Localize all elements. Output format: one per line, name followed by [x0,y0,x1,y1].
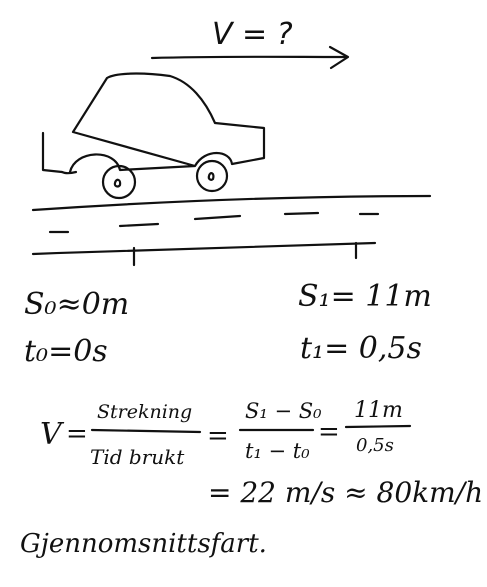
formula-denominator-symbols: t₁ − t₀ [245,439,310,463]
rear-wheel-icon [195,159,229,193]
formula-equals-2: = [207,421,229,451]
formula-denominator-words: Tid brukt [90,445,185,469]
formula-denominator-values: 0,5s [356,435,394,456]
start-position: S₀≈0m [24,287,129,322]
formula-numerator-values: 11m [354,398,403,423]
front-wheel-icon [101,164,137,200]
average-speed-caption: Gjennomsnittsfart. [20,529,267,559]
formula-result: = 22 m/s ≈ 80km/h [208,476,483,509]
velocity-arrow [150,45,350,70]
formula-equals-1: = [66,419,88,449]
formula-equals-3: = [318,417,340,447]
end-position: S₁= 11m [298,279,432,314]
distance-markers [132,241,358,267]
formula-numerator-symbols: S₁ − S₀ [245,399,322,423]
formula-numerator-words: Strekning [97,401,192,423]
car-icon [41,72,266,175]
fraction-line-values [344,424,412,429]
road [31,194,432,256]
start-time: t₀=0s [24,334,108,369]
end-time: t₁= 0,5s [300,331,422,366]
formula-v: V [40,417,65,452]
velocity-label: V = ? [212,17,293,52]
velocity-formula: V = Strekning Tid brukt = S₁ − S₀ t₁ − t… [40,398,483,509]
fraction-line-words [90,428,202,434]
